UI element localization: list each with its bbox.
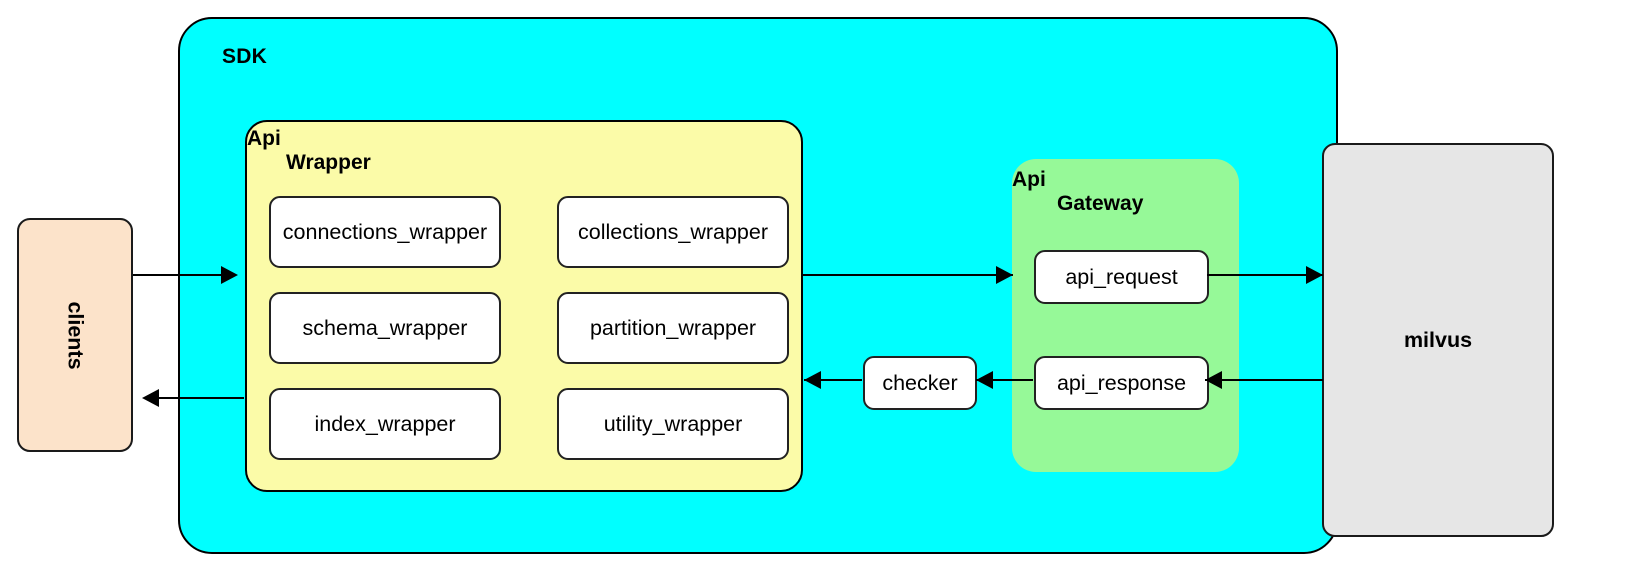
edge-clients-to-wrapper-arrowhead [221,266,238,284]
node-api-response-label: api_response [1056,370,1187,395]
api-gateway-container[interactable]: Api Gateway api_request api_response [1012,159,1239,472]
node-checker-label: checker [882,370,958,395]
node-connections-wrapper[interactable]: connections_wrapper [269,196,501,268]
edge-wrapper-to-clients-arrowhead [142,389,159,407]
node-connections-wrapper-label: connections_wrapper [282,219,488,244]
milvus-label: milvus [1403,327,1473,352]
milvus-node[interactable]: milvus [1322,143,1554,537]
node-api-request[interactable]: api_request [1034,250,1209,304]
edge-wrapper-to-gateway-arrowhead [996,266,1013,284]
edge-checker-to-wrapper [804,379,862,382]
node-checker[interactable]: checker [863,356,977,410]
node-api-response[interactable]: api_response [1034,356,1209,410]
node-collections-wrapper[interactable]: collections_wrapper [557,196,789,268]
node-index-wrapper-label: index_wrapper [314,411,456,436]
edge-milvus-to-response [1205,379,1323,382]
node-collections-wrapper-label: collections_wrapper [577,219,768,244]
node-utility-wrapper-label: utility_wrapper [603,411,743,436]
sdk-label: SDK [222,45,267,68]
node-schema-wrapper[interactable]: schema_wrapper [269,292,501,364]
node-utility-wrapper[interactable]: utility_wrapper [557,388,789,460]
clients-node[interactable]: clients [17,218,133,452]
api-gateway-label: Api Gateway [1012,168,1144,215]
api-wrapper-label: Api Wrapper [247,127,371,174]
node-api-request-label: api_request [1065,264,1178,289]
node-index-wrapper[interactable]: index_wrapper [269,388,501,460]
clients-label: clients [63,300,88,370]
edge-checker-to-wrapper-arrowhead [804,371,821,389]
node-schema-wrapper-label: schema_wrapper [302,315,468,340]
node-partition-wrapper-label: partition_wrapper [589,315,757,340]
node-partition-wrapper[interactable]: partition_wrapper [557,292,789,364]
edge-clients-to-wrapper [133,274,236,277]
edge-response-to-checker [976,379,1033,382]
edge-request-to-milvus-arrowhead [1306,266,1323,284]
sdk-container[interactable]: SDK Api Wrapper connections_wrapper coll… [178,17,1338,554]
edge-request-to-milvus [1207,274,1323,277]
edge-wrapper-to-clients [146,397,244,400]
edge-wrapper-to-gateway [801,274,1013,277]
api-wrapper-container[interactable]: Api Wrapper connections_wrapper collecti… [245,120,803,492]
edge-milvus-to-response-arrowhead [1205,371,1222,389]
edge-response-to-checker-arrowhead [976,371,993,389]
